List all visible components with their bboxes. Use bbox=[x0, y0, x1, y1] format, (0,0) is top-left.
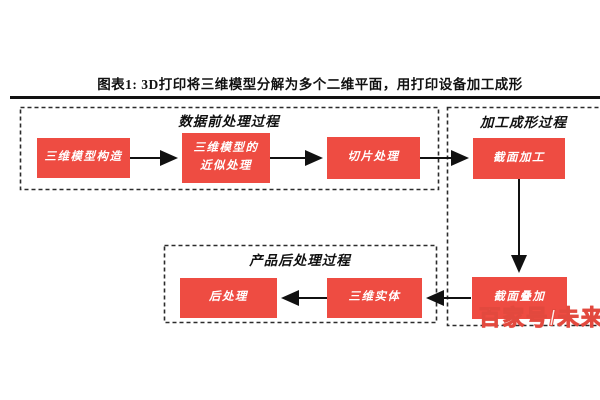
group-label-post-processing: 产品后处理过程 bbox=[249, 253, 351, 268]
node-model-construction: 三维模型构造 bbox=[37, 138, 130, 178]
node-post-process: 后处理 bbox=[180, 278, 277, 318]
group-label-pre-processing: 数据前处理过程 bbox=[178, 114, 280, 129]
title-underline bbox=[10, 96, 600, 99]
node-section-machining: 截面加工 bbox=[473, 138, 565, 179]
node-model-approximation: 三维模型的 近似处理 bbox=[182, 133, 270, 183]
figure-title: 图表1: 3D打印将三维模型分解为多个二维平面，用打印设备加工成形 bbox=[97, 77, 523, 92]
baijiahao-watermark: 百家号/未来 bbox=[478, 306, 600, 331]
group-box-pre-processing bbox=[19, 106, 440, 191]
group-label-forming: 加工成形过程 bbox=[480, 115, 567, 130]
group-box-forming bbox=[446, 106, 600, 327]
node-section-stacking: 截面叠加 bbox=[472, 277, 567, 319]
node-solid-model: 三维实体 bbox=[327, 278, 422, 318]
group-box-post-processing bbox=[163, 244, 438, 324]
node-slicing: 切片处理 bbox=[327, 137, 420, 179]
